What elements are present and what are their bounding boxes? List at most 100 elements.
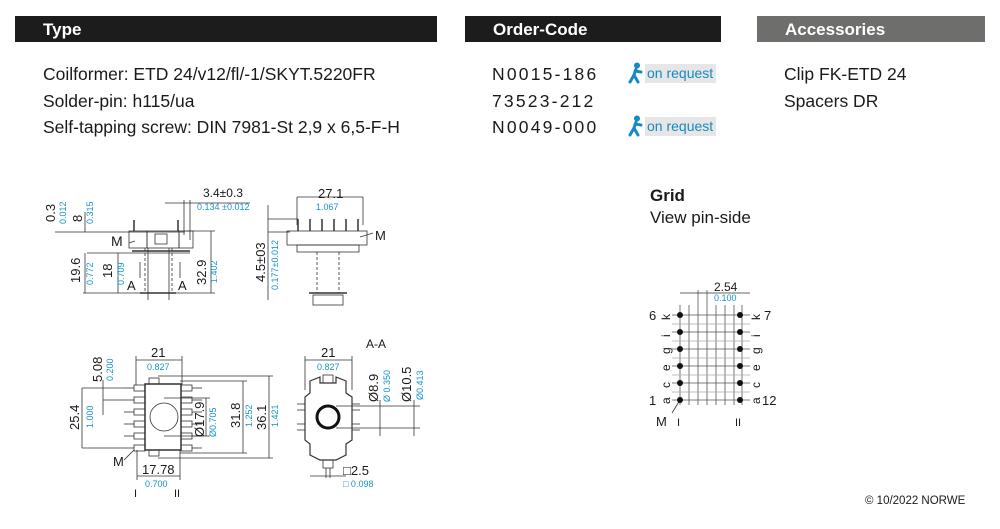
dim-3-4: 3.4±0.3 xyxy=(203,186,243,200)
section-view-drawing xyxy=(297,356,420,478)
side-view-drawing xyxy=(55,200,250,300)
grid-pins xyxy=(677,312,743,403)
dim-0-177: 0.177±0.012 xyxy=(270,240,280,290)
grid-pin-1: 1 xyxy=(649,393,656,408)
dim-25-4: 25.4 xyxy=(67,405,82,430)
coilformer-line: Coilformer: ETD 24/v12/fl/-1/SKYT.5220FR xyxy=(43,64,376,84)
row-letter: g xyxy=(749,347,763,354)
marker-m-bottom: M xyxy=(113,454,124,469)
pin-grid-drawing xyxy=(671,290,750,414)
dim-8-9: Ø8.9 xyxy=(366,374,381,402)
dim-1-252: 1.252 xyxy=(244,404,254,427)
dim-36-1: 36.1 xyxy=(254,405,269,430)
walking-person-icon xyxy=(628,62,643,84)
dim-0-200: 0.200 xyxy=(105,358,115,381)
row-letter: k xyxy=(749,313,763,320)
row-letter: i xyxy=(659,334,673,337)
row-letter: e xyxy=(659,364,673,371)
order-code-solder-pin[interactable]: 73523-212 xyxy=(492,91,596,111)
row-letter: k xyxy=(659,313,673,320)
grid-pin xyxy=(677,312,683,318)
dim-4-5: 4.5±03 xyxy=(253,242,268,282)
grid-pin xyxy=(677,329,683,335)
grid-pin xyxy=(737,312,743,318)
dim-17-9: Ø17.9 xyxy=(192,402,207,437)
bottom-view-drawing xyxy=(81,356,273,480)
on-request-badge[interactable]: on request xyxy=(627,115,717,137)
walking-person-icon xyxy=(628,115,643,137)
front-view-drawing xyxy=(267,196,374,306)
row-letter: a xyxy=(659,397,673,404)
dim-1-067: 1.067 xyxy=(316,202,339,212)
order-code-header: Order-Code xyxy=(465,16,721,42)
grid-pin xyxy=(737,380,743,386)
grid-pitch-mm: 2.54 xyxy=(714,280,738,294)
dim-0-827-section: 0.827 xyxy=(317,362,340,372)
dim-1-000: 1.000 xyxy=(85,405,95,428)
dim-32-9: 32.9 xyxy=(194,260,209,285)
dim-1-402: 1.402 xyxy=(209,260,219,283)
order-code-coilformer[interactable]: N0015-186 xyxy=(492,64,599,84)
dim-0-134: 0.134 ±0.012 xyxy=(197,202,249,212)
dim-10-5: Ø10.5 xyxy=(399,367,414,402)
dim-0-413: Ø0.413 xyxy=(415,370,425,400)
column-label-ii: II xyxy=(174,488,180,500)
dim-18: 18 xyxy=(100,264,115,278)
grid-pin xyxy=(677,397,683,403)
dim-0-705: Ø0.705 xyxy=(208,407,218,437)
grid-pin xyxy=(737,363,743,369)
row-letter: g xyxy=(659,347,673,354)
grid-column-ii: II xyxy=(735,417,741,429)
grid-pitch-in: 0.100 xyxy=(714,293,737,303)
dim-21: 21 xyxy=(151,345,165,360)
dim-0-772: 0.772 xyxy=(85,262,95,285)
dim-1-421: 1.421 xyxy=(270,404,280,427)
marker-m-side: M xyxy=(111,233,123,249)
dim-0-315: 0.315 xyxy=(85,201,95,224)
dim-21-section: 21 xyxy=(321,345,335,360)
grid-row-letters-right: k i g e c a xyxy=(749,313,763,404)
grid-pin xyxy=(737,397,743,403)
row-letter: e xyxy=(749,364,763,371)
dim-8: 8 xyxy=(70,215,85,222)
on-request-badge[interactable]: on request xyxy=(627,62,717,84)
dim-17-78: 17.78 xyxy=(142,462,175,477)
dim-0-700: 0.700 xyxy=(145,479,168,489)
grid-pin xyxy=(737,329,743,335)
grid-subtitle: View pin-side xyxy=(650,208,751,227)
section-title: A-A xyxy=(366,337,386,351)
row-letter: a xyxy=(749,397,763,404)
dim-0-012: 0.012 xyxy=(58,201,68,224)
marker-m-front: M xyxy=(375,228,386,243)
grid-title: Grid xyxy=(650,186,685,205)
row-letter: i xyxy=(749,334,763,337)
column-label-i: I xyxy=(134,488,137,500)
grid-row-letters-left: k i g e c a xyxy=(659,313,673,404)
dim-0-827: 0.827 xyxy=(147,362,170,372)
solder-pin-line: Solder-pin: h115/ua xyxy=(43,91,195,111)
dim-0-709: 0.709 xyxy=(116,262,126,285)
grid-pin xyxy=(677,346,683,352)
grid-marker-m: M xyxy=(656,414,667,429)
dim-0-098: □ 0.098 xyxy=(343,479,373,489)
grid-pin xyxy=(677,363,683,369)
grid-pin-6: 6 xyxy=(649,308,656,323)
section-marker-a: A xyxy=(127,278,136,293)
grid-pin xyxy=(737,346,743,352)
dim-2-5: □2.5 xyxy=(343,463,369,478)
accessory-clip[interactable]: Clip FK-ETD 24 xyxy=(784,64,907,84)
order-code-screw[interactable]: N0049-000 xyxy=(492,117,599,137)
row-letter: c xyxy=(659,382,673,388)
dim-19-6: 19.6 xyxy=(68,258,83,283)
grid-pin-12: 12 xyxy=(762,393,776,408)
dim-27-1: 27.1 xyxy=(318,186,343,201)
dim-0-350: Ø 0.350 xyxy=(382,370,392,402)
row-letter: c xyxy=(749,382,763,388)
grid-pin-7: 7 xyxy=(764,308,771,323)
type-header: Type xyxy=(15,16,437,42)
accessories-header: Accessories xyxy=(757,16,985,42)
accessory-spacers[interactable]: Spacers DR xyxy=(784,91,879,111)
screw-line: Self-tapping screw: DIN 7981-St 2,9 x 6,… xyxy=(43,117,400,137)
dim-0-3: 0.3 xyxy=(43,204,58,222)
